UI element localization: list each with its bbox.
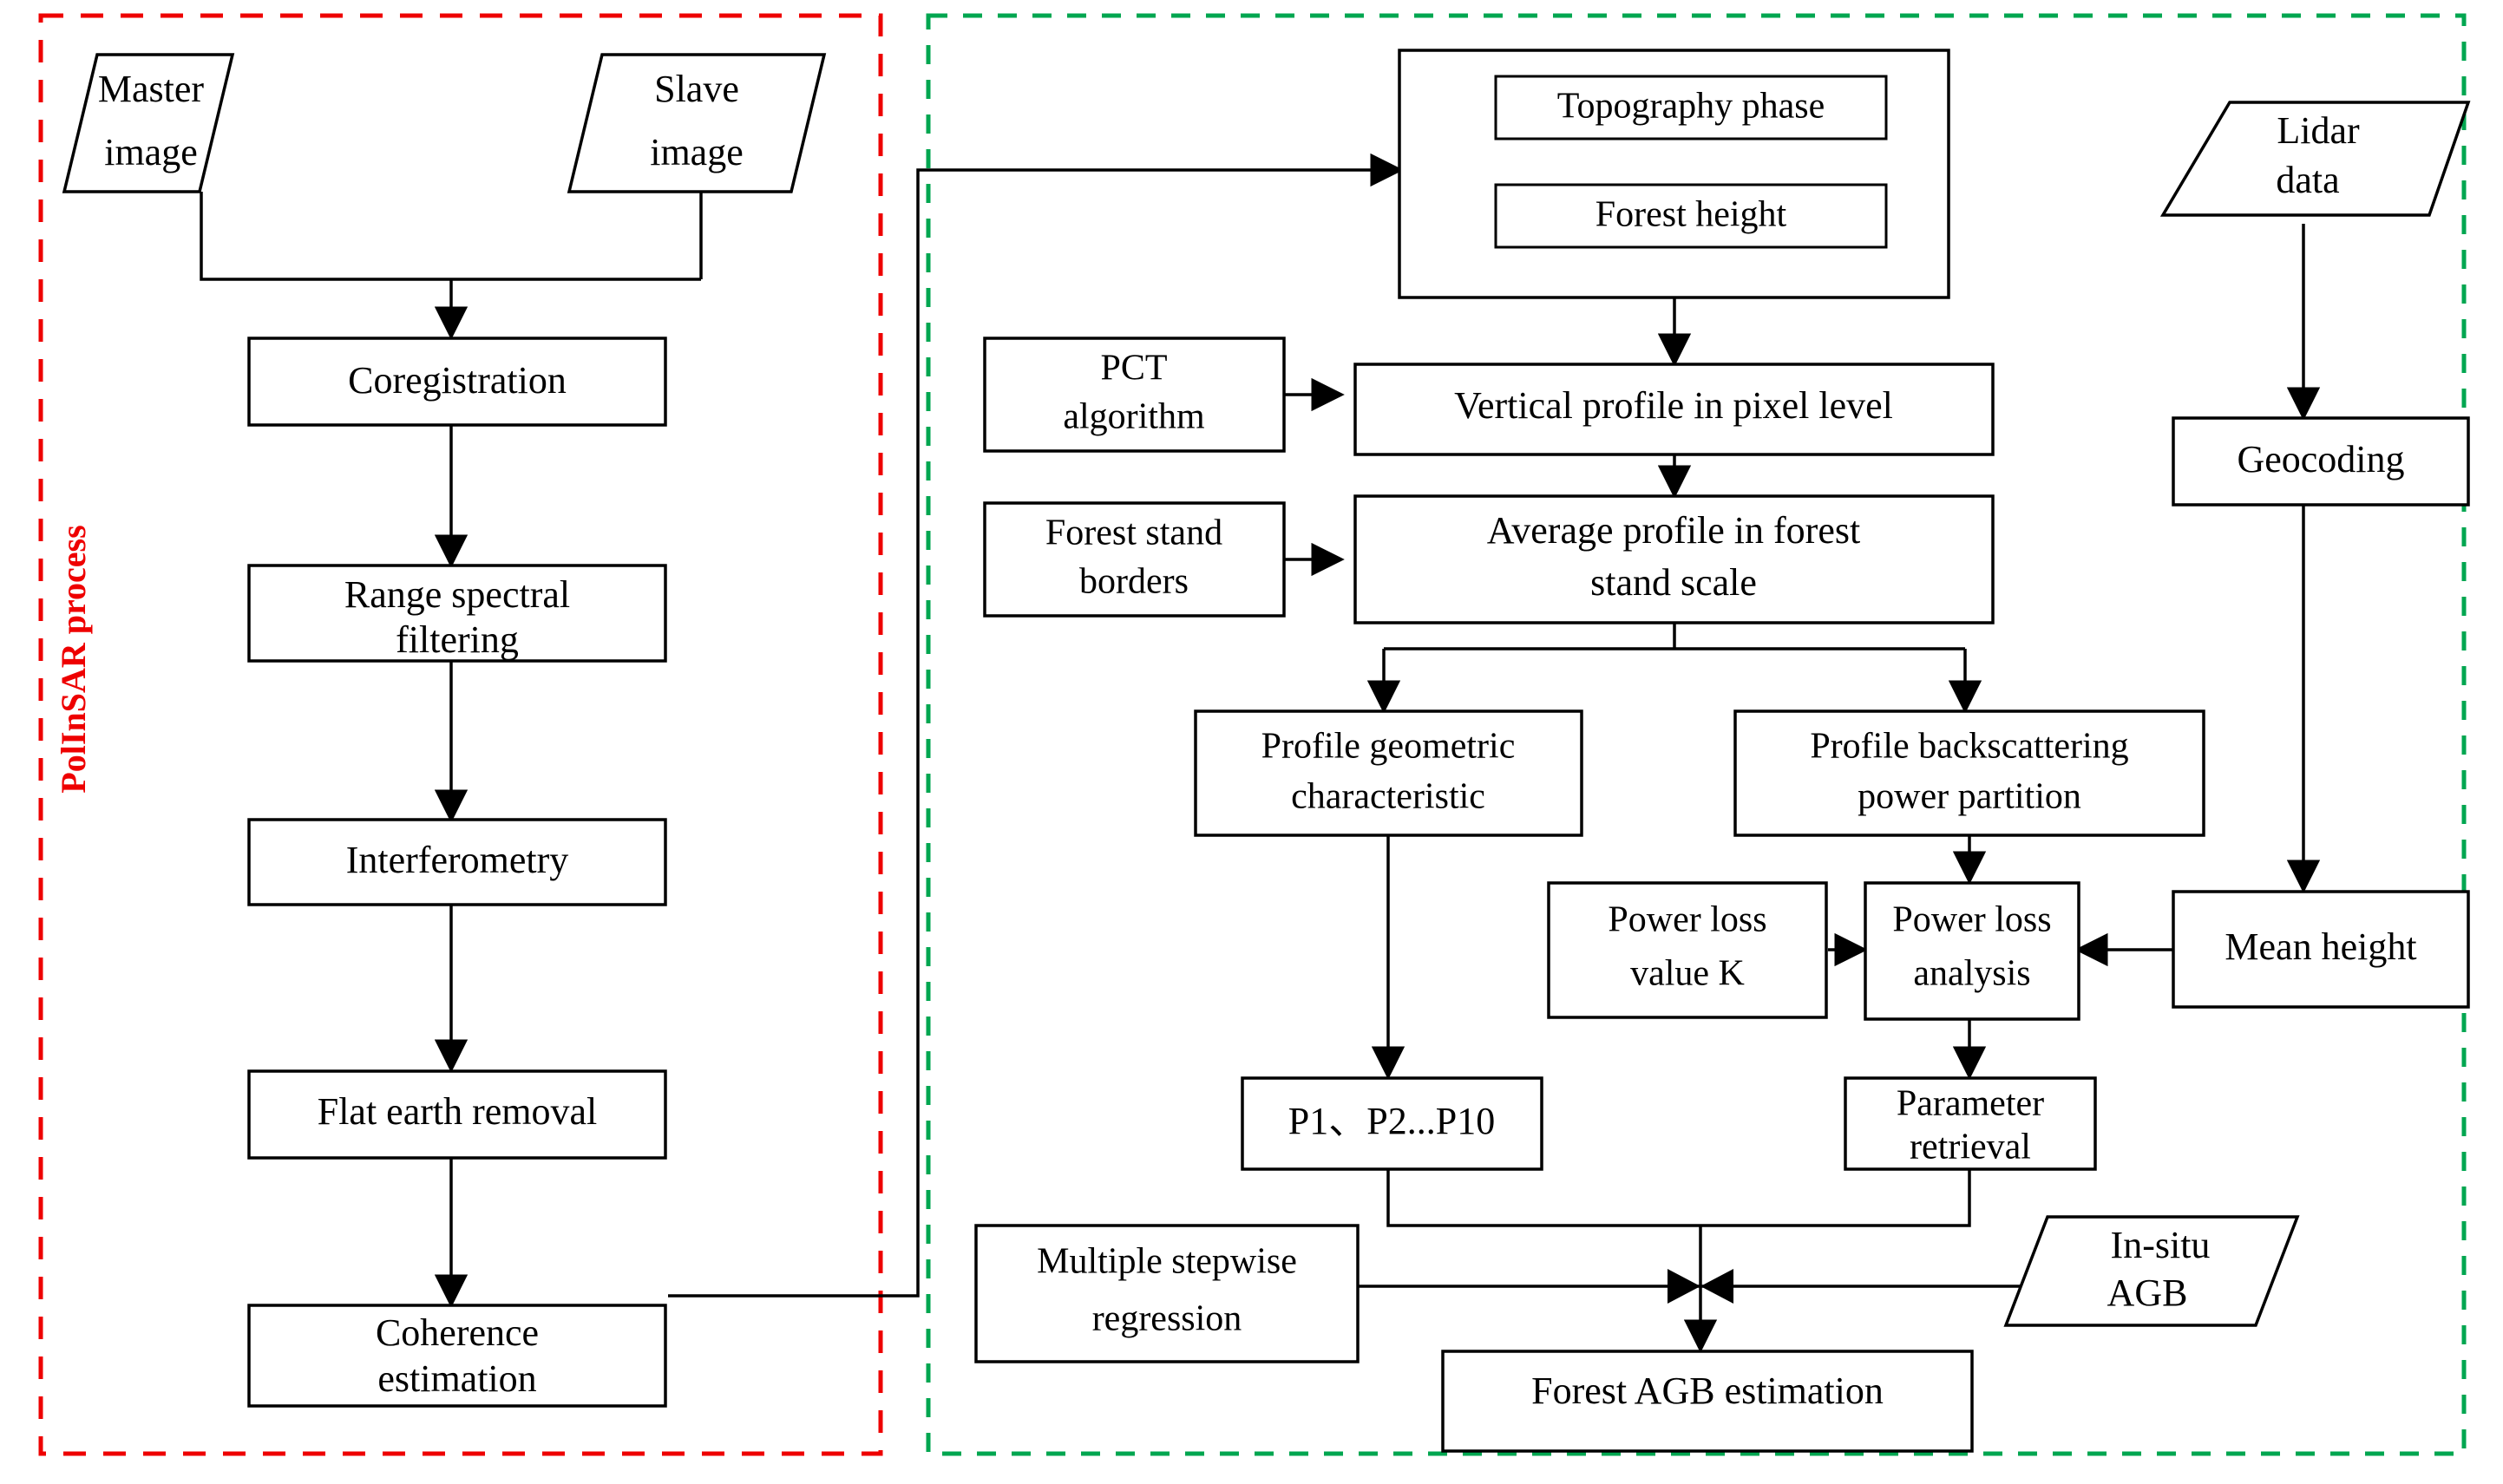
- node-profile-geometric[interactable]: Profile geometric characteristic: [1194, 709, 1583, 837]
- node-interferometry-label: Interferometry: [346, 839, 569, 881]
- node-average-profile-line2: stand scale: [1590, 561, 1757, 604]
- node-pct-algorithm-line2: algorithm: [1063, 397, 1205, 437]
- node-forest-height[interactable]: Forest height: [1494, 183, 1888, 249]
- node-profile-backscatter-line1: Profile backscattering: [1810, 727, 2128, 767]
- node-coregistration[interactable]: Coregistration: [247, 337, 667, 427]
- node-profile-geometric-line1: Profile geometric: [1261, 727, 1516, 767]
- node-forest-agb-label: Forest AGB estimation: [1531, 1370, 1884, 1412]
- node-flat-earth[interactable]: Flat earth removal: [247, 1069, 667, 1160]
- node-in-situ-agb[interactable]: In-situ AGB: [2003, 1215, 2300, 1327]
- node-interferometry[interactable]: Interferometry: [247, 818, 667, 906]
- node-in-situ-agb-line1: In-situ: [2111, 1224, 2211, 1266]
- edge-retrieval-elbow: [1700, 1169, 1971, 1227]
- node-power-loss-analysis-line1: Power loss: [1892, 900, 2051, 940]
- node-lidar-data-line2: data: [2276, 159, 2339, 201]
- node-topography-phase-label: Topography phase: [1557, 87, 1825, 127]
- edge-pparams-elbow: [1386, 1169, 1700, 1227]
- node-power-loss-value[interactable]: Power loss value K: [1547, 881, 1828, 1019]
- edge-master-to-merge: [200, 192, 701, 281]
- node-slave-image-line1: Slave: [654, 68, 739, 110]
- node-power-loss-analysis[interactable]: Power loss analysis: [1864, 881, 2080, 1021]
- node-average-profile[interactable]: Average profile in forest stand scale: [1353, 494, 1995, 624]
- node-lidar-data-line1: Lidar: [2277, 109, 2360, 152]
- node-in-situ-agb-line2: AGB: [2107, 1272, 2188, 1314]
- node-geocoding[interactable]: Geocoding: [2172, 416, 2470, 507]
- node-profile-geometric-line2: characteristic: [1291, 777, 1485, 817]
- node-pct-algorithm-line1: PCT: [1100, 349, 1167, 389]
- node-vertical-profile-label: Vertical profile in pixel level: [1454, 384, 1893, 427]
- node-multiple-regression-line2: regression: [1092, 1299, 1242, 1339]
- node-stand-borders-line1: Forest stand: [1045, 513, 1222, 553]
- node-power-loss-analysis-line2: analysis: [1913, 954, 2030, 994]
- node-multiple-regression-line1: Multiple stepwise: [1037, 1242, 1297, 1282]
- node-stand-borders-line2: borders: [1079, 562, 1189, 602]
- node-parameter-retrieval-line1: Parameter: [1897, 1084, 2044, 1124]
- node-geocoding-label: Geocoding: [2237, 438, 2404, 481]
- node-master-image-line1: Master: [98, 68, 205, 110]
- node-profile-backscatter[interactable]: Profile backscattering power partition: [1733, 709, 2205, 837]
- edge-coherence-to-topography: [668, 153, 1404, 1298]
- node-range-filtering-line1: Range spectral: [344, 573, 570, 616]
- group-label-polinsar: PolInSAR process: [54, 525, 93, 793]
- node-stand-borders[interactable]: Forest stand borders: [983, 501, 1286, 618]
- bowtie-junction-icon: [1668, 1269, 1733, 1304]
- node-forest-height-label: Forest height: [1595, 195, 1787, 235]
- node-slave-image-line2: image: [650, 131, 744, 173]
- node-range-filtering[interactable]: Range spectral filtering: [247, 564, 667, 663]
- node-master-image-line2: image: [104, 131, 198, 173]
- node-flat-earth-label: Flat earth removal: [318, 1090, 598, 1133]
- node-coherence[interactable]: Coherence estimation: [247, 1304, 667, 1408]
- node-slave-image[interactable]: Slave image: [567, 53, 827, 193]
- node-range-filtering-line2: filtering: [396, 618, 519, 661]
- group-border-agb: [926, 13, 2467, 1456]
- node-topography-phase[interactable]: Topography phase: [1494, 75, 1888, 141]
- node-parameter-retrieval[interactable]: Parameter retrieval: [1844, 1076, 2097, 1171]
- node-p-params[interactable]: P1、P2...P10: [1241, 1076, 1543, 1171]
- node-coherence-line2: estimation: [377, 1357, 536, 1400]
- node-power-loss-value-line1: Power loss: [1608, 900, 1766, 940]
- node-forest-agb[interactable]: Forest AGB estimation: [1441, 1350, 1974, 1453]
- node-mean-height[interactable]: Mean height: [2172, 890, 2470, 1009]
- node-pct-algorithm[interactable]: PCT algorithm: [983, 337, 1286, 453]
- node-parameter-retrieval-line2: retrieval: [1910, 1128, 2031, 1167]
- node-power-loss-value-line2: value K: [1630, 954, 1745, 994]
- node-average-profile-line1: Average profile in forest: [1487, 509, 1860, 552]
- node-master-image[interactable]: Master image: [62, 53, 235, 193]
- node-lidar-data[interactable]: Lidar data: [2159, 101, 2471, 217]
- node-coregistration-label: Coregistration: [348, 359, 567, 402]
- node-p-params-label: P1、P2...P10: [1288, 1100, 1495, 1142]
- node-coherence-line1: Coherence: [376, 1311, 539, 1354]
- node-multiple-regression[interactable]: Multiple stepwise regression: [974, 1224, 1360, 1363]
- node-profile-backscatter-line2: power partition: [1858, 777, 2081, 817]
- node-mean-height-label: Mean height: [2225, 925, 2416, 968]
- group-border-polinsar: [38, 13, 883, 1456]
- edge-layer: [200, 153, 2321, 1353]
- node-vertical-profile[interactable]: Vertical profile in pixel level: [1353, 363, 1995, 456]
